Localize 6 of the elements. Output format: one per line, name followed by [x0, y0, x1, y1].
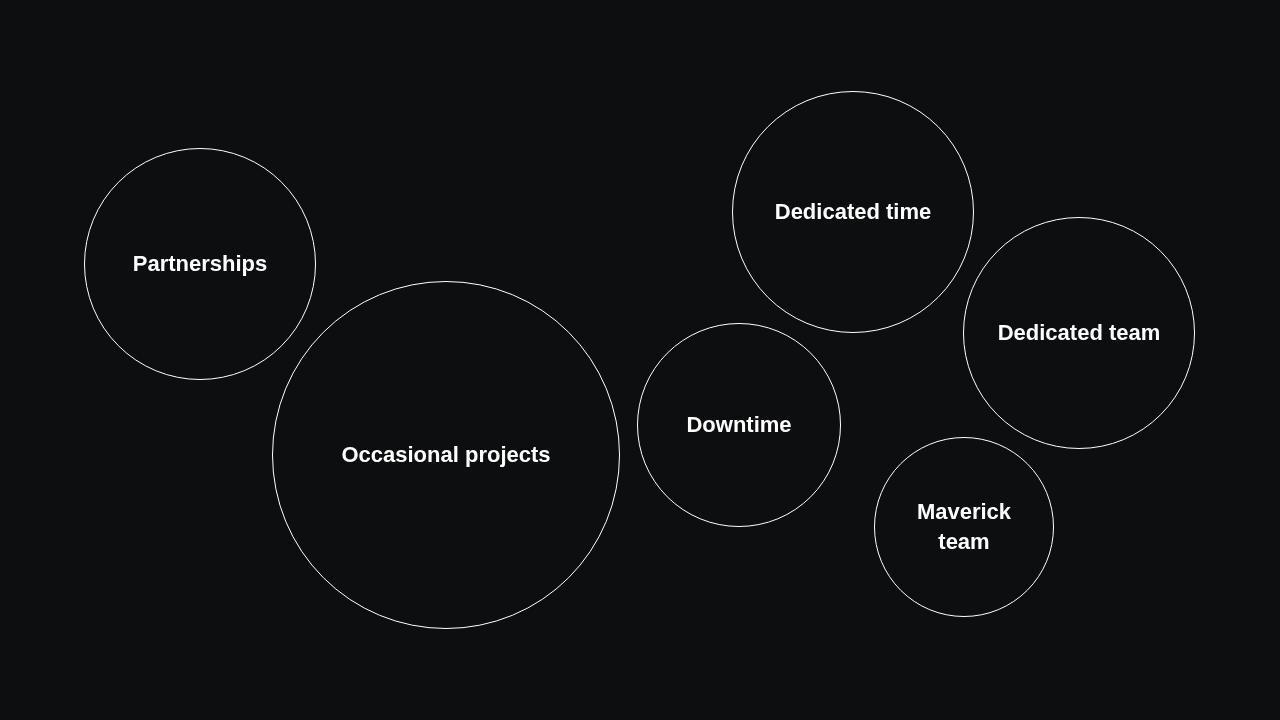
topic-label: Dedicated time: [774, 198, 932, 226]
topic-label: Downtime: [686, 411, 792, 439]
topic-label: Occasional projects: [341, 441, 551, 469]
topic-label: Partnerships: [132, 250, 268, 278]
topic-label: Maverick team: [915, 498, 1013, 556]
topic-label: Dedicated team: [997, 319, 1161, 347]
